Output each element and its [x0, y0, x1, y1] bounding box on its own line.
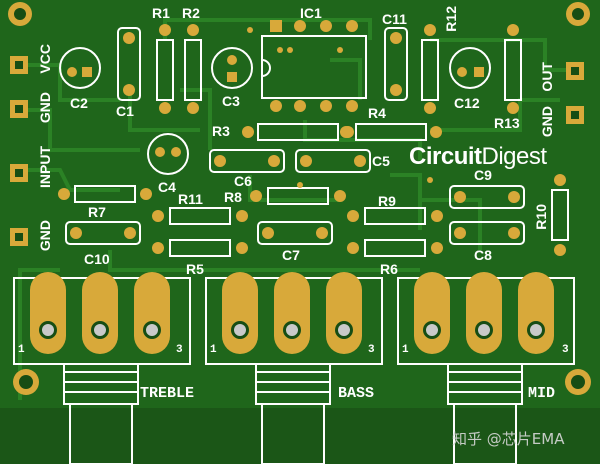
designator-r9: R9	[378, 193, 396, 209]
logo-rest: Digest	[481, 143, 548, 170]
circuitdigest-logo: CircuitDigest	[409, 143, 547, 171]
designator-c2: C2	[70, 95, 88, 111]
mounting-holes	[8, 2, 591, 395]
label-input: INPUT	[37, 146, 53, 188]
designator-r1: R1	[152, 5, 170, 21]
designator-c3: C3	[222, 93, 240, 109]
designator-c4: C4	[158, 179, 176, 195]
film-caps	[65, 149, 525, 245]
designator-c9: C9	[474, 167, 492, 183]
designator-r13: R13	[494, 115, 520, 131]
designator-r7: R7	[88, 204, 106, 220]
label-vcc: VCC	[37, 44, 53, 74]
designator-c1: C1	[116, 103, 134, 119]
pot-mid-pin3: 3	[562, 344, 569, 356]
ic1-footprint	[261, 20, 367, 112]
designator-c8: C8	[474, 247, 492, 263]
designator-ic1: IC1	[300, 5, 322, 21]
pot-mid-pin1: 1	[402, 344, 409, 356]
designator-c6: C6	[234, 173, 252, 189]
designator-r12: R12	[443, 6, 459, 32]
pot-label-bass: BASS	[338, 385, 375, 402]
designator-r4: R4	[368, 105, 386, 121]
pot-label-treble: TREBLE	[140, 385, 195, 402]
watermark: 知乎 @芯片EMA	[452, 430, 565, 448]
designator-c12: C12	[454, 95, 480, 111]
designator-c5: C5	[372, 153, 390, 169]
designator-c7: C7	[282, 247, 300, 263]
designator-r8: R8	[224, 189, 242, 205]
board-edge	[0, 408, 600, 464]
label-out: OUT	[539, 62, 555, 92]
designator-r3: R3	[212, 123, 230, 139]
label-gnd-2: GND	[37, 220, 53, 252]
pot-bass-pin3: 3	[368, 344, 375, 356]
designator-c10: C10	[84, 251, 110, 267]
designator-r11: R11	[178, 191, 203, 207]
potentiometer-footprints	[13, 272, 575, 464]
logo-main: Circuit	[409, 143, 482, 170]
label-gnd-1: GND	[37, 92, 53, 124]
misc-vias	[247, 27, 433, 188]
designator-r2: R2	[182, 5, 200, 21]
designator-r10: R10	[533, 204, 549, 230]
vertical-components	[117, 24, 569, 256]
electrolytic-caps	[59, 47, 491, 175]
designator-r6: R6	[380, 261, 398, 277]
pot-label-mid: MID	[528, 385, 556, 402]
left-connector-pads	[10, 56, 28, 246]
right-connector-pads	[566, 62, 584, 124]
pot-treble-pin1: 1	[18, 344, 25, 356]
horizontal-resistors	[58, 123, 443, 257]
label-gnd-right: GND	[539, 106, 555, 138]
designator-c11: C11	[382, 11, 407, 27]
pot-bass-pin1: 1	[210, 344, 217, 356]
pot-treble-pin3: 3	[176, 344, 183, 356]
designator-r5: R5	[186, 261, 204, 277]
